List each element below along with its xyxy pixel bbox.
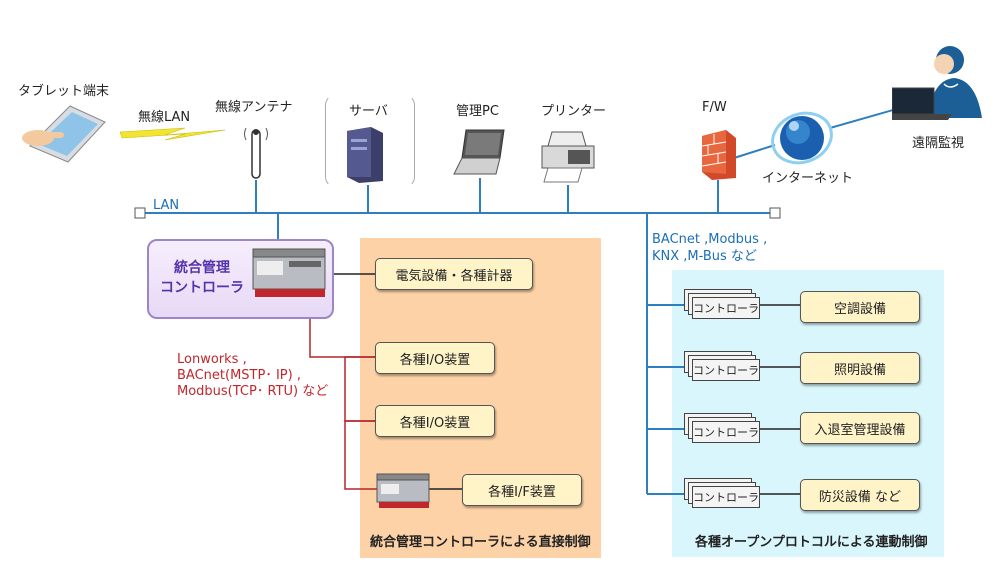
hvac-equipment-box[interactable]: 空調設備 [800,291,920,323]
open-protocol-title: 各種オープンプロトコルによる連動制御 [695,535,928,550]
printer-icon [541,131,595,183]
controller-1[interactable]: コントローラ [692,297,760,319]
printer-label: プリンター [541,104,607,119]
firewall-icon [701,130,736,180]
server-bracket [325,95,415,187]
pc-label: 管理PC [456,104,499,119]
laptop-icon [453,129,505,175]
direct-control-title: 統合管理コントローラによる直接制御 [370,535,591,550]
antenna-icon [244,127,268,179]
fire-safety-box[interactable]: 防災設備 など [800,479,920,511]
integrated-controller-label: 統合管理 コントローラ [160,260,244,296]
if-device-box[interactable]: 各種I/F装置 [462,474,582,506]
controller-4[interactable]: コントローラ [692,486,760,508]
if-device-icon [376,473,430,508]
controller-device-icon [252,248,326,297]
antenna-label: 無線アンテナ [215,100,293,115]
lan-label: LAN [153,198,180,213]
open-protocols: BACnet ,Modbus , KNX ,M-Bus など [652,232,768,264]
remote-operator-icon [892,46,982,120]
io-device-box-2[interactable]: 各種I/O装置 [375,405,495,437]
internet-globe-icon [771,111,833,165]
firewall-label: F/W [702,100,727,115]
power-meter-box[interactable]: 電気設備・各種計器 [375,258,533,290]
controller-2[interactable]: コントローラ [692,359,760,381]
tablet-label: タブレット端末 [18,84,110,99]
server-icon [347,127,383,183]
tablet-icon [22,105,106,163]
remote-label: 遠隔監視 [912,136,965,151]
fieldbus-protocols: Lonworks , BACnet(MSTP･ IP) , Modbus(TCP… [177,352,329,399]
server-label: サーバ [349,104,388,119]
lighting-equipment-box[interactable]: 照明設備 [800,352,920,384]
internet-label: インターネット [762,171,854,186]
access-control-box[interactable]: 入退室管理設備 [800,412,920,444]
wireless-lan-label: 無線LAN [138,110,191,125]
controller-3[interactable]: コントローラ [692,421,760,443]
io-device-box-1[interactable]: 各種I/O装置 [375,342,495,374]
